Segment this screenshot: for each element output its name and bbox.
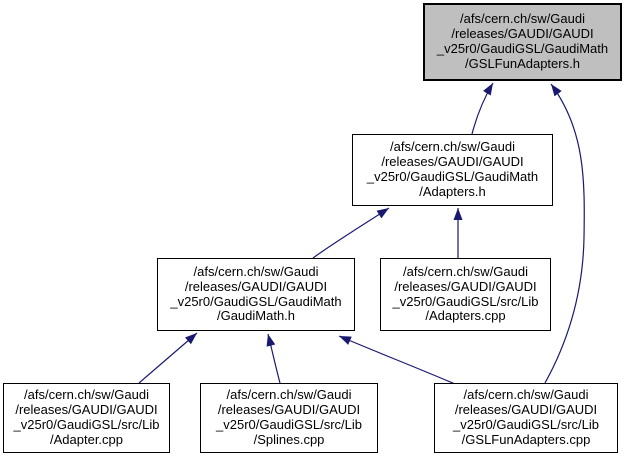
node-splines-cpp[interactable]: /afs/cern.ch/sw/Gaudi /releases/GAUDI/GA… (200, 383, 378, 453)
node-adapters-cpp-label: /afs/cern.ch/sw/Gaudi /releases/GAUDI/GA… (392, 263, 539, 324)
edge-gslfunadapters_cpp-to-gslfunadapters_h (544, 83, 585, 384)
node-gslfunadapters-h: /afs/cern.ch/sw/Gaudi /releases/GAUDI/GA… (423, 3, 622, 81)
edge-gslfunadapters_cpp-to-gaudimath_h (338, 335, 456, 385)
node-adapters-h-label: /afs/cern.ch/sw/Gaudi /releases/GAUDI/GA… (366, 139, 539, 199)
edge-gaudimath_h-to-adapters_h (312, 207, 390, 259)
node-gslfunadapters-cpp-label: /afs/cern.ch/sw/Gaudi /releases/GAUDI/GA… (453, 387, 599, 447)
node-gslfunadapters-h-label: /afs/cern.ch/sw/Gaudi /releases/GAUDI/GA… (436, 11, 609, 71)
node-adapter-cpp-label: /afs/cern.ch/sw/Gaudi /releases/GAUDI/GA… (13, 387, 160, 447)
node-gaudimath-h[interactable]: /afs/cern.ch/sw/Gaudi /releases/GAUDI/GA… (157, 258, 355, 331)
node-adapters-cpp[interactable]: /afs/cern.ch/sw/Gaudi /releases/GAUDI/GA… (380, 258, 551, 331)
node-gslfunadapters-cpp[interactable]: /afs/cern.ch/sw/Gaudi /releases/GAUDI/GA… (434, 383, 618, 453)
edge-adapters_h-to-gslfunadapters_h (471, 82, 494, 135)
node-adapters-h[interactable]: /afs/cern.ch/sw/Gaudi /releases/GAUDI/GA… (352, 134, 553, 206)
node-adapter-cpp[interactable]: /afs/cern.ch/sw/Gaudi /releases/GAUDI/GA… (3, 383, 170, 453)
node-gaudimath-h-label: /afs/cern.ch/sw/Gaudi /releases/GAUDI/GA… (170, 263, 342, 324)
edge-adapter_cpp-to-gaudimath_h (138, 332, 198, 384)
node-splines-cpp-label: /afs/cern.ch/sw/Gaudi /releases/GAUDI/GA… (216, 387, 362, 447)
edge-splines_cpp-to-gaudimath_h (266, 333, 281, 384)
